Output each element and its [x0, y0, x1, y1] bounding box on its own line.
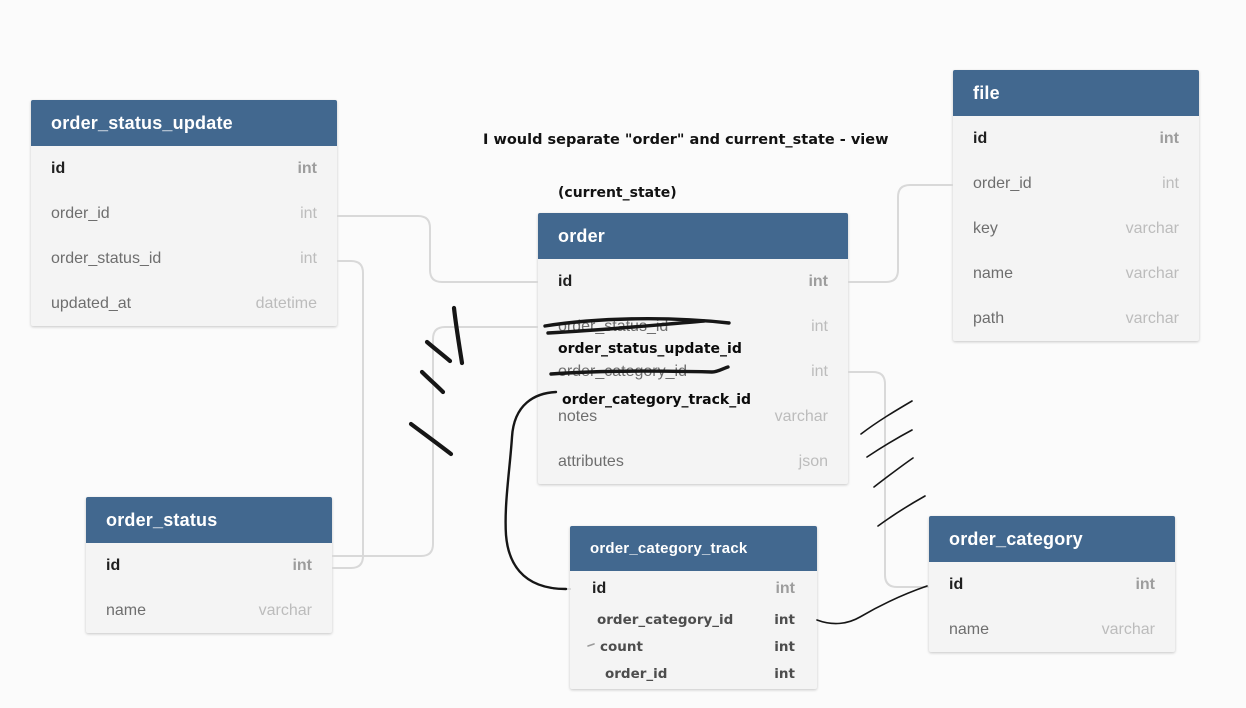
- table-row: name varchar: [929, 607, 1175, 652]
- table-row: name varchar: [953, 251, 1199, 296]
- table-order-category: order_category id int name varchar: [929, 516, 1175, 652]
- table-row: order_status_id int: [31, 236, 337, 281]
- table-title: order_category_track: [590, 540, 748, 557]
- table-row: attributes json: [538, 439, 848, 484]
- field-type: datetime: [255, 294, 317, 312]
- field-name: key: [973, 219, 998, 237]
- table-title: order_category: [949, 528, 1083, 549]
- relationship-line: [848, 371, 929, 588]
- table-order-status: order_status id int name varchar: [86, 497, 332, 633]
- table-title: order: [558, 225, 606, 246]
- table-row: id int: [538, 259, 848, 304]
- table-title: file: [973, 82, 1000, 103]
- field-name: id: [973, 129, 988, 147]
- field-type: int: [1162, 174, 1179, 192]
- table-row: id int: [570, 571, 817, 607]
- field-name: name: [949, 620, 990, 638]
- table-header: order_status: [86, 497, 332, 543]
- hand-slash-marks-left: [408, 305, 465, 457]
- field-type: int: [292, 556, 312, 574]
- field-name: order_category_id: [558, 362, 687, 380]
- hand-thin-slash: [866, 429, 913, 458]
- table-header: order: [538, 213, 848, 259]
- table-header: order_category: [929, 516, 1175, 562]
- hand-thin-slash: [877, 495, 926, 527]
- field-name: name: [973, 264, 1014, 282]
- field-name: count: [600, 639, 643, 655]
- field-name: id: [558, 272, 573, 290]
- field-name: path: [973, 309, 1005, 327]
- field-type: int: [774, 639, 795, 655]
- field-name: id: [106, 556, 121, 574]
- field-type: int: [300, 249, 317, 267]
- field-name: notes: [558, 407, 598, 425]
- field-type: varchar: [1125, 309, 1179, 327]
- field-name: name: [106, 601, 147, 619]
- field-type: int: [774, 612, 795, 628]
- table-row: notes varchar: [538, 394, 848, 439]
- hand-thin-slash: [860, 400, 913, 435]
- table-order-status-update: order_status_update id int order_id int …: [31, 100, 337, 326]
- table-row-hand-added: order_category_id int: [570, 607, 817, 633]
- field-name: updated_at: [51, 294, 132, 312]
- table-row: id int: [953, 116, 1199, 161]
- field-type: varchar: [258, 601, 312, 619]
- field-name: order_id: [973, 174, 1032, 192]
- annotation-current-state-label: (current_state): [558, 185, 677, 201]
- field-name: id: [51, 159, 66, 177]
- table-order-category-track: order_category_track id int order_catego…: [570, 526, 817, 689]
- hand-slash: [451, 305, 465, 366]
- table-row-hand-added: count int: [570, 633, 817, 661]
- field-name: id: [949, 575, 964, 593]
- field-name: order_id: [51, 204, 110, 222]
- table-row: name varchar: [86, 588, 332, 633]
- relationship-line: [848, 184, 953, 283]
- table-row: id int: [86, 543, 332, 588]
- field-type: varchar: [1125, 219, 1179, 237]
- table-header: order_category_track: [570, 526, 817, 571]
- table-row: key varchar: [953, 206, 1199, 251]
- field-type: json: [798, 452, 828, 470]
- field-type: int: [774, 666, 795, 682]
- table-row: id int: [31, 146, 337, 191]
- table-file: file id int order_id int key varchar nam…: [953, 70, 1199, 341]
- field-name: order_status_id: [558, 317, 669, 335]
- field-type: int: [811, 362, 828, 380]
- field-name: attributes: [558, 452, 624, 470]
- relationship-line: [337, 215, 538, 283]
- hand-thin-slash: [873, 457, 914, 488]
- annotation-added-field-order-category-track-id: order_category_track_id: [562, 392, 752, 408]
- field-name: id: [592, 580, 607, 597]
- table-row: path varchar: [953, 296, 1199, 341]
- relationship-line: [332, 326, 538, 557]
- field-type: int: [811, 317, 828, 335]
- table-row: id int: [929, 562, 1175, 607]
- field-name: order_id: [605, 666, 668, 682]
- field-type: varchar: [1125, 264, 1179, 282]
- table-row: order_id int: [953, 161, 1199, 206]
- hand-slash: [408, 421, 454, 457]
- field-type: varchar: [1101, 620, 1155, 638]
- field-type: int: [297, 159, 317, 177]
- field-type: int: [808, 272, 828, 290]
- annotation-added-field-order-status-update-id: order_status_update_id: [558, 341, 742, 357]
- hand-thin-connector: [816, 585, 928, 625]
- hand-slash: [424, 339, 453, 364]
- table-header: file: [953, 70, 1199, 116]
- field-type: int: [1135, 575, 1155, 593]
- table-row: order_id int: [31, 191, 337, 236]
- table-title: order_status: [106, 509, 218, 530]
- table-row: updated_at datetime: [31, 281, 337, 326]
- annotation-note-separate-order: I would separate "order" and current_sta…: [483, 132, 889, 148]
- field-type: int: [1159, 129, 1179, 147]
- field-type: int: [300, 204, 317, 222]
- table-title: order_status_update: [51, 112, 233, 133]
- field-name: order_category_id: [597, 612, 734, 628]
- field-name: order_status_id: [51, 249, 162, 267]
- table-row-hand-added: order_id int: [570, 661, 817, 687]
- table-header: order_status_update: [31, 100, 337, 146]
- field-type: int: [775, 580, 795, 597]
- hand-slash: [419, 369, 446, 395]
- field-type: varchar: [774, 407, 828, 425]
